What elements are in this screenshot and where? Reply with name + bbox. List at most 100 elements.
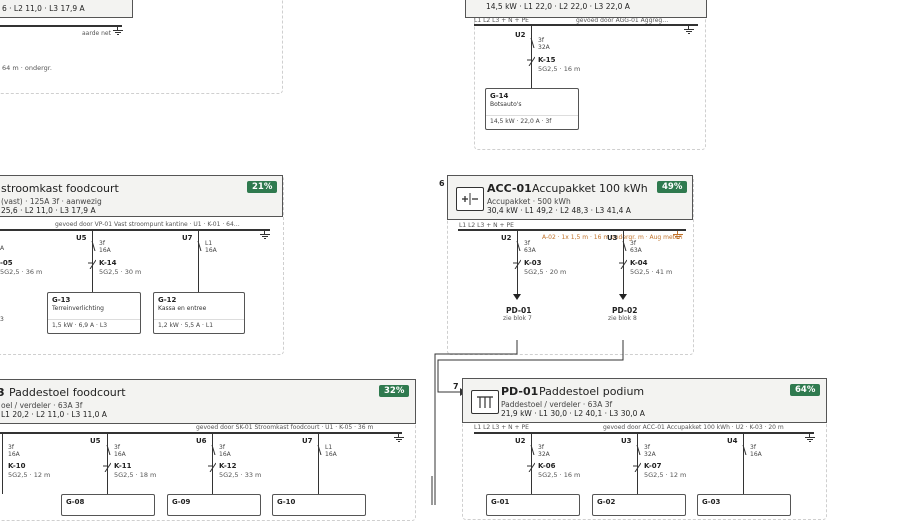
block-bot-right-feed: gevoed door ACC-01 Accupakket 100 kWh · … [603,424,784,431]
circuit-k: K-12 [219,462,237,470]
circuit-rating-2: 16A [219,451,231,458]
distribution-box-icon [471,390,499,414]
block-bot-left-title: Paddestoel foodcourt [9,386,126,399]
circuit-rating-1: 3f [8,444,14,451]
circuit-u: U2 [501,234,512,242]
battery-icon [456,187,484,211]
load-stat: 1,2 kW · 5,5 A · L1 [158,322,214,329]
block-top-right-panel [474,0,706,150]
circuit-line [637,434,638,494]
circuit-cable: 5G2,5 · 33 m [219,471,262,479]
load-name: Kassa en entree [158,305,207,312]
block-top-right-rating-1: 3f [538,37,544,44]
load-box[interactable]: G-13 Terreinverlichting 1,5 kW · 6,9 A ·… [47,292,141,334]
block-mid-right-bus-left: L1 L2 L3 + N + PE [459,222,514,229]
circuit-rating-2: 16A [114,451,126,458]
circuit-line [743,434,744,494]
block-bot-left-feed: gevoed door SK-01 Stroomkast foodcourt ·… [196,424,374,431]
block-bot-right-card[interactable]: PD-01 Paddestoel podium Paddestoel / ver… [462,378,827,423]
load-box[interactable]: G-12 Kassa en entree 1,2 kW · 5,5 A · L1 [153,292,245,334]
circuit-rating-1: 3f [524,240,530,247]
circuit-k: K-06 [538,462,556,470]
load-box[interactable]: G-08 [61,494,155,516]
block-top-right-u: U2 [515,31,526,39]
block-mid-left-badge: 21% [247,181,278,193]
contactor-icon [103,462,111,472]
breaker-icon [197,241,202,251]
load-box[interactable]: G-10 [272,494,366,516]
circuit-k: K-11 [114,462,132,470]
block-bot-left-card[interactable]: 3 Paddestoel foodcourt oel / verdeler · … [0,379,416,424]
contactor-icon [513,259,521,269]
load-stat: 1,5 kW · 6,9 A · L3 [52,322,108,329]
breaker-icon [530,445,535,455]
load-box[interactable]: G-09 [167,494,261,516]
load-separator [486,115,578,116]
load-box[interactable]: G-01 [486,494,580,516]
block-top-right-bus-left: L1 L2 L3 + N + PE [474,17,529,24]
circuit-line [198,231,199,292]
block-bot-left-stat: L1 20,2 · L2 11,0 · L3 11,0 A [1,410,107,419]
load-code: G-09 [172,498,191,506]
circuit-rating-1: 3f [99,240,105,247]
load-stat: 14,5 kW · 22,0 A · 3f [490,118,552,125]
block-bot-right-badge: 64% [790,384,821,396]
contactor-icon [527,462,535,472]
circuit-destination[interactable]: PD-02 [612,306,638,315]
circuit-cable: 5G2,5 · 36 m [0,268,43,276]
block-number: 6 [439,179,445,188]
block-mid-right-title: Accupakket 100 kWh [532,182,648,195]
circuit-rating-2: 16A [99,247,111,254]
circuit-u: U3 [607,234,618,242]
load-name: Botsauto's [490,101,522,108]
load-code: G-13 [52,296,71,304]
block-top-left-card[interactable]: 6 · L2 11,0 · L3 17,9 A [0,0,133,18]
circuit-cable: 5G2,5 · 30 m [99,268,142,276]
breaker-icon [317,445,322,455]
circuit-destination[interactable]: PD-01 [506,306,532,315]
circuit-rating-1: 3f [538,444,544,451]
block-mid-right-warning: A-02 · 1x 1,5 m · 16 m ondergr. m · Aug … [542,234,683,241]
block-top-right-k: K-15 [538,56,556,64]
load-box[interactable]: G-14 Botsauto's 14,5 kW · 22,0 A · 3f [485,88,579,130]
block-bot-left-code: 3 [0,386,5,399]
arrow-down-icon [513,294,521,300]
load-code: G-03 [702,498,721,506]
block-top-left-stat: 6 · L2 11,0 · L3 17,9 A [2,4,85,13]
block-number: 7 [453,382,459,391]
circuit-rating-2: 16A [325,451,337,458]
circuit-rating-2: 63A [524,247,536,254]
circuit-k: K-04 [630,259,648,267]
circuit-rating-1: 3f [644,444,650,451]
block-mid-right-card[interactable]: ACC-01 Accupakket 100 kWh Accupakket · 5… [447,175,693,220]
block-top-right-card[interactable]: 14,5 kW · L1 22,0 · L2 22,0 · L3 22,0 A [465,0,707,18]
block-top-right-rating-2: 32A [538,44,550,51]
circuit-cable: 5G2,5 · 41 m [630,268,673,276]
load-separator [154,319,244,320]
load-code: G-08 [66,498,85,506]
block-top-left-bus-label: aarde net [82,30,111,37]
circuit-rating-2: 32A [644,451,656,458]
block-mid-left-feed: gevoed door VP-01 Vast stroompunt kantin… [55,221,240,228]
circuit-destination-ref: zie blok 8 [608,315,637,322]
block-top-right-stat: 14,5 kW · L1 22,0 · L2 22,0 · L3 22,0 A [486,2,630,11]
block-bot-right-sub: Paddestoel / verdeler · 63A 3f [501,400,613,409]
block-top-right-feeder-line [531,25,532,88]
circuit-cable: 5G2,5 · 16 m [538,471,581,479]
circuit-u: U7 [182,234,193,242]
breaker-icon [106,445,111,455]
block-top-right-bus [474,24,698,26]
circuit-rating-1: 3f [219,444,225,451]
block-bot-right-bus [474,432,814,434]
earth-warning-icon [673,231,683,241]
contactor-icon [88,259,96,269]
block-mid-left-card[interactable]: stroomkast foodcourt (vast) · 125A 3f · … [0,175,283,217]
circuit-rating-1: L1 [205,240,213,247]
circuit-u: U2 [515,437,526,445]
load-separator [48,319,140,320]
load-code: G-14 [490,92,509,100]
load-box[interactable]: G-02 [592,494,686,516]
breaker-icon [91,241,96,251]
block-bot-right-bus-left: L1 L2 L3 + N + PE [474,424,529,431]
load-box[interactable]: G-03 [697,494,791,516]
